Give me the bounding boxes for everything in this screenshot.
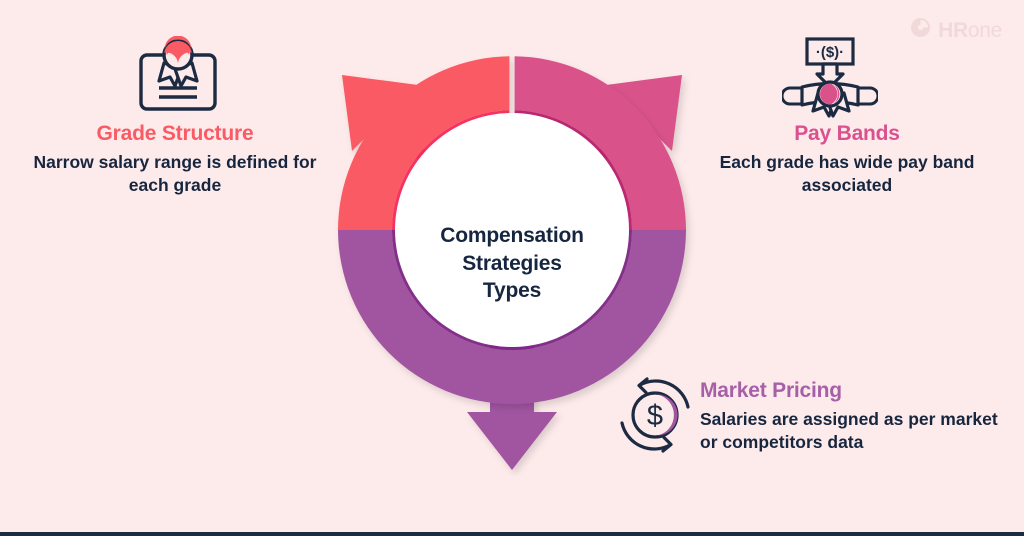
block-grade-structure-body: Narrow salary range is defined for each … (33, 152, 317, 196)
block-market-pricing-body: Salaries are assigned as per market or c… (700, 409, 998, 453)
compensation-strategies-cycle-diagram: Compensation Strategies Types (290, 56, 734, 476)
hrone-logo-mark (910, 17, 931, 43)
center-title-line-3: Types (482, 279, 542, 303)
hrone-logo-text-light: one (967, 18, 1002, 42)
block-pay-bands-heading: Pay Bands (794, 122, 900, 145)
svg-text:$: $ (647, 400, 663, 432)
arc-market-pricing (338, 230, 686, 404)
block-market-pricing-heading: Market Pricing (700, 379, 842, 402)
center-disc (395, 113, 629, 347)
segment-market-pricing[interactable] (338, 230, 686, 470)
svg-text:·($)·: ·($)· (816, 44, 844, 61)
block-grade-structure-heading: Grade Structure (96, 122, 254, 145)
block-pay-bands: Pay Bands Each grade has wide pay band a… (712, 122, 982, 198)
diagram-center-title: Compensation Strategies Types (407, 222, 617, 305)
dollar-coin-refresh-icon: $ (612, 372, 698, 458)
arc-grade-structure (338, 56, 510, 231)
center-title-line-2: Strategies (462, 251, 562, 275)
hrone-logo-text-bold: HR (938, 18, 968, 42)
arc-pay-bands (514, 56, 686, 231)
diploma-scroll-dollar-icon: ·($)· (782, 36, 878, 118)
block-grade-structure: Grade Structure Narrow salary range is d… (30, 122, 320, 198)
block-market-pricing: Market Pricing Salaries are assigned as … (700, 379, 1012, 455)
hrone-logo-text: HRone (938, 20, 1002, 41)
block-pay-bands-body: Each grade has wide pay band associated (719, 152, 975, 196)
center-title-line-1: Compensation (440, 224, 584, 247)
hrone-logo: HRone (910, 17, 1002, 43)
certificate-award-icon (128, 36, 228, 118)
